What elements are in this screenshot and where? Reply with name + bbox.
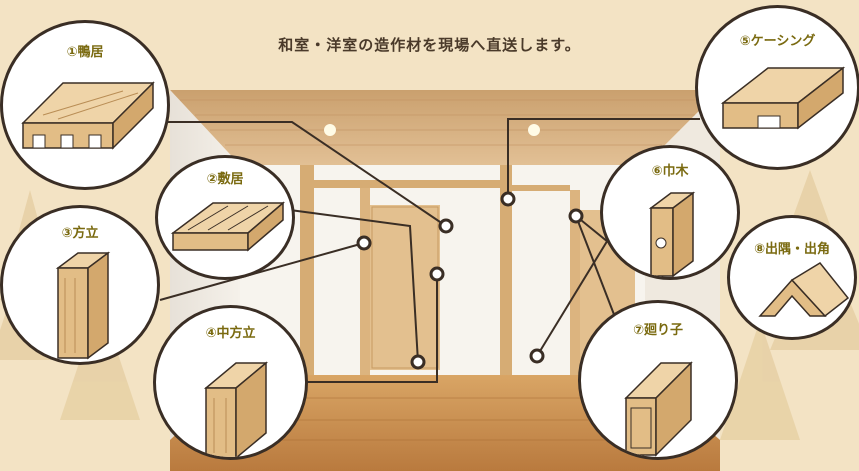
- callout-habaki: ⑥巾木: [600, 145, 740, 280]
- callout-label: ④中方立: [205, 326, 256, 341]
- hodate-profile-icon: [55, 251, 111, 360]
- callout-label: ⑦廻り子: [632, 323, 683, 338]
- callout-label: ⑥巾木: [651, 164, 689, 179]
- callout-desumi: ⑧出隅・出角: [727, 215, 857, 340]
- callout-label: ③方立: [61, 226, 99, 241]
- casing-profile-icon: [720, 66, 846, 130]
- page-headline: 和室・洋室の造作材を現場へ直送します。: [278, 36, 581, 54]
- nakahodate-profile-icon: [203, 361, 269, 457]
- callout-kamoi: ①鴨居: [0, 20, 170, 190]
- callout-mawarikko: ⑦廻り子: [578, 300, 738, 460]
- mawarikko-profile-icon: [624, 361, 693, 457]
- callout-nakahodate: ④中方立: [153, 305, 308, 460]
- callout-shikii: ②敷居: [155, 155, 295, 280]
- desumi-profile-icon: [758, 262, 850, 318]
- callout-label: ⑤ケーシング: [739, 34, 816, 49]
- kamoi-profile-icon: [21, 81, 155, 150]
- shikii-profile-icon: [170, 201, 286, 252]
- callout-label: ①鴨居: [66, 45, 104, 60]
- habaki-profile-icon: [648, 191, 696, 277]
- callout-hodate: ③方立: [0, 205, 160, 365]
- callout-label: ②敷居: [206, 172, 244, 187]
- callout-casing: ⑤ケーシング: [695, 5, 859, 170]
- callout-label: ⑧出隅・出角: [753, 242, 830, 257]
